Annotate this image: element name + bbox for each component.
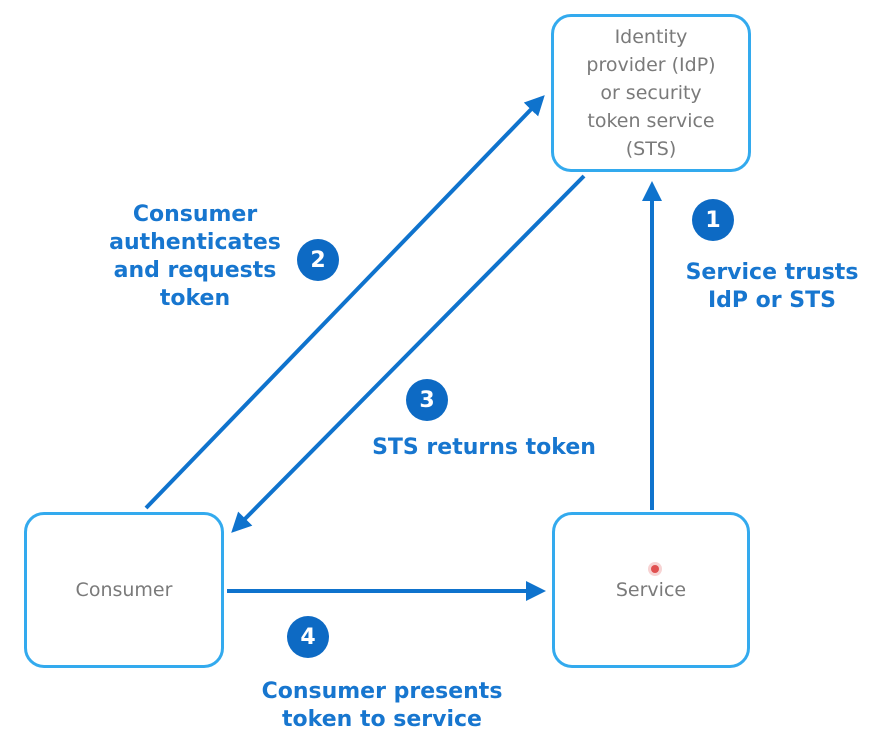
cursor-dot — [651, 565, 659, 573]
step-3-label: STS returns token — [372, 435, 596, 460]
step-4-label: Consumer presents token to service — [261, 679, 503, 732]
arrow-consumer-to-idp — [144, 95, 545, 510]
service-box: Service — [552, 512, 750, 668]
step-2-label: Consumer authenticates and requests toke… — [109, 202, 281, 311]
step-1-label: Service trusts IdP or STS — [685, 260, 859, 313]
service-label: Service — [615, 579, 687, 601]
step-2-badge: 2 — [297, 239, 339, 281]
step-4-badge: 4 — [287, 616, 329, 658]
step-1-badge: 1 — [692, 199, 734, 241]
step-3-badge: 3 — [406, 379, 448, 421]
arrow-idp-to-consumer — [231, 174, 586, 533]
consumer-label: Consumer — [75, 579, 173, 601]
identity-provider-label: Identity provider (IdP) or security toke… — [586, 26, 716, 160]
identity-provider-box: Identity provider (IdP) or security toke… — [551, 14, 751, 172]
consumer-box: Consumer — [24, 512, 224, 668]
